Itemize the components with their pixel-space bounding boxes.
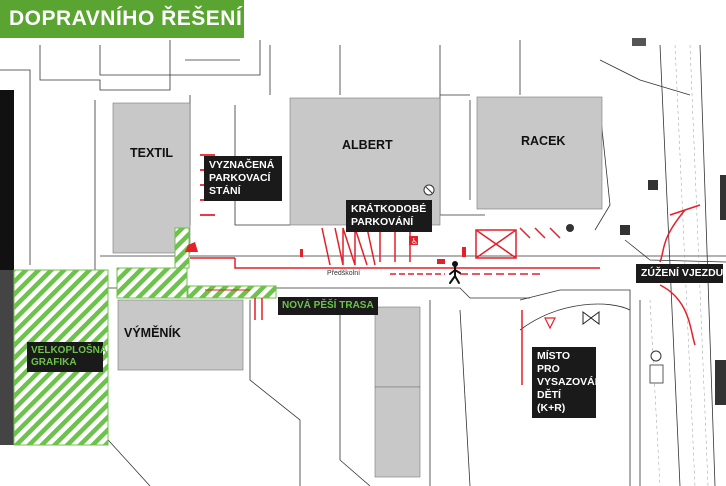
pedestrian-icon — [449, 261, 461, 284]
lane-narrowing-icon — [582, 311, 600, 325]
page-title: DOPRAVNÍHO ŘEŠENÍ — [0, 0, 244, 38]
building-label-racek: RACEK — [521, 134, 566, 148]
callout-marked-parking: VYZNAČENÁ PARKOVACÍ STÁNÍ — [204, 156, 282, 201]
callout-new-pedestrian-route: NOVÁ PĚŠÍ TRASA — [278, 297, 378, 315]
callout-line: STÁNÍ — [209, 185, 241, 197]
callout-line: VYZNAČENÁ — [209, 159, 275, 171]
callout-line: KRÁTKODOBÉ — [351, 203, 427, 215]
yield-sign-icon — [544, 317, 556, 330]
callout-line: PARKOVÁNÍ — [351, 216, 414, 228]
callout-short-parking: KRÁTKODOBÉ PARKOVÁNÍ — [346, 200, 432, 232]
street-label: Předškolní — [327, 270, 361, 277]
callout-large-graphic: VELKOPLOŠNÁ GRAFIKA — [27, 342, 108, 372]
callout-line: PARKOVACÍ — [209, 172, 271, 184]
callout-line: VYSAZOVÁNÍ — [537, 376, 606, 388]
callout-line: GRAFIKA — [31, 357, 77, 368]
road-markings — [185, 154, 701, 385]
callout-dropoff-kiss-and-ride: MÍSTO PRO VYSAZOVÁNÍ DĚTÍ (K+R) — [532, 347, 606, 418]
hatch-walkway-west — [116, 267, 188, 299]
callout-line: MÍSTO PRO — [537, 350, 571, 375]
callout-line: DĚTÍ (K+R) — [537, 389, 566, 414]
building-vymenik — [117, 299, 244, 371]
building-racek — [476, 96, 603, 210]
building-south-a — [374, 306, 421, 388]
callout-line: VELKOPLOŠNÁ — [31, 345, 108, 356]
sign-symbols: ♿ — [409, 38, 726, 405]
building-label-vymenik: VÝMĚNÍK — [124, 326, 181, 340]
building-south-b — [374, 386, 421, 478]
accessible-parking-icon — [409, 236, 418, 245]
building-label-albert: ALBERT — [342, 138, 393, 152]
callout-entry-narrowing: ZÚŽENÍ VJEZDU — [636, 264, 723, 283]
building-label-textil: TEXTIL — [130, 146, 174, 160]
svg-text:♿: ♿ — [411, 237, 418, 246]
